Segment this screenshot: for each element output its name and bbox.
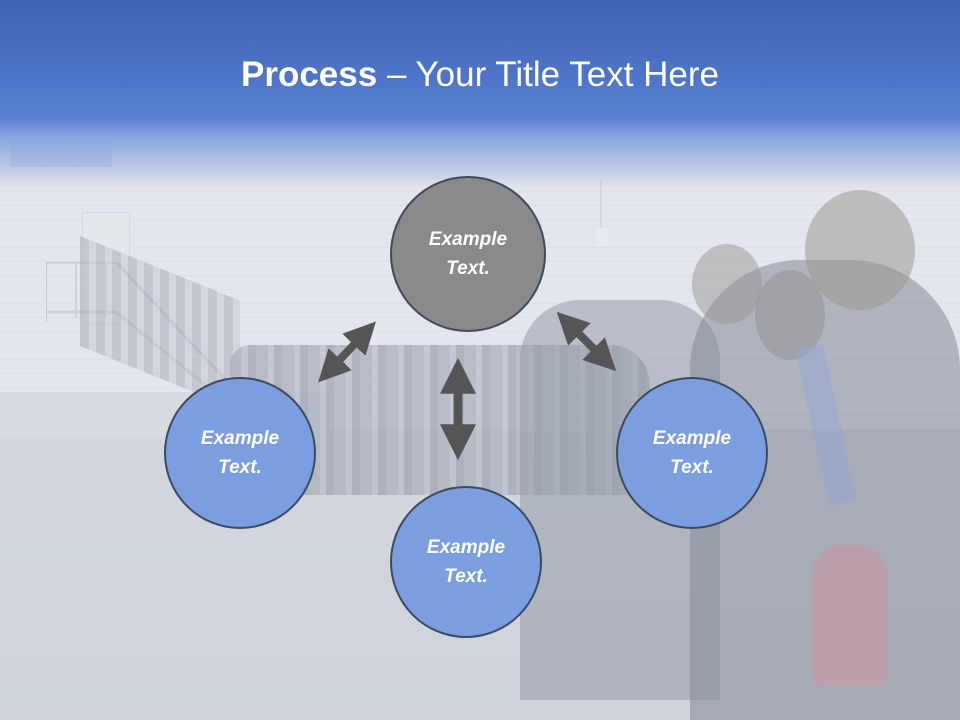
background-lamp [596,228,608,246]
double-arrow-icon [318,321,376,383]
step-text-line: Example [426,537,506,558]
step-text-line: Example [200,428,280,449]
header-band [0,0,960,190]
background-head [692,244,762,324]
process-step-bottom[interactable]: Example Text. [390,486,542,638]
step-text-line: Text. [444,566,488,587]
background-lamp-pole [600,180,602,230]
background-red-bag [812,545,887,685]
process-step-top[interactable]: Example Text. [390,176,546,332]
background-head [805,190,915,310]
step-text-line: Text. [670,457,714,478]
title-rest: – Your Title Text Here [377,55,719,94]
step-text-line: Text. [446,258,490,279]
process-step-right[interactable]: Example Text. [616,377,768,529]
step-text-line: Example [652,428,732,449]
slide-title[interactable]: Process – Your Title Text Here [0,50,960,100]
step-text-line: Text. [218,457,262,478]
title-bold: Process [241,55,378,94]
step-text-line: Example [428,229,508,250]
double-arrow-icon [556,311,617,372]
process-step-left[interactable]: Example Text. [164,377,316,529]
